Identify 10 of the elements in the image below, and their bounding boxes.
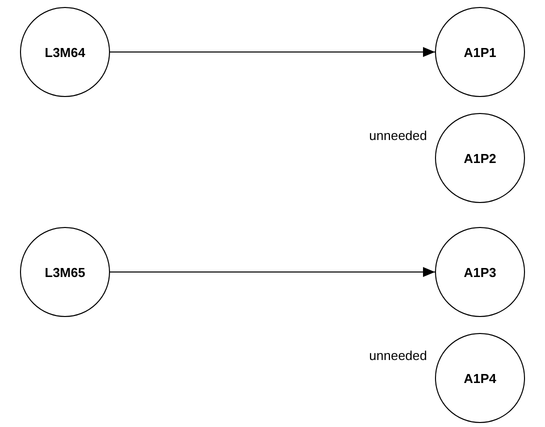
node-label: L3M65 bbox=[44, 264, 86, 280]
node-label: A1P1 bbox=[464, 44, 496, 60]
node-label: A1P2 bbox=[464, 150, 496, 166]
node-label: A1P3 bbox=[464, 264, 496, 280]
arrow bbox=[110, 47, 436, 57]
node-note: unneeded bbox=[369, 348, 427, 363]
arrow bbox=[110, 267, 436, 277]
node-note: unneeded bbox=[369, 128, 427, 143]
node-label: L3M64 bbox=[44, 44, 86, 60]
node-label: A1P4 bbox=[464, 370, 496, 386]
